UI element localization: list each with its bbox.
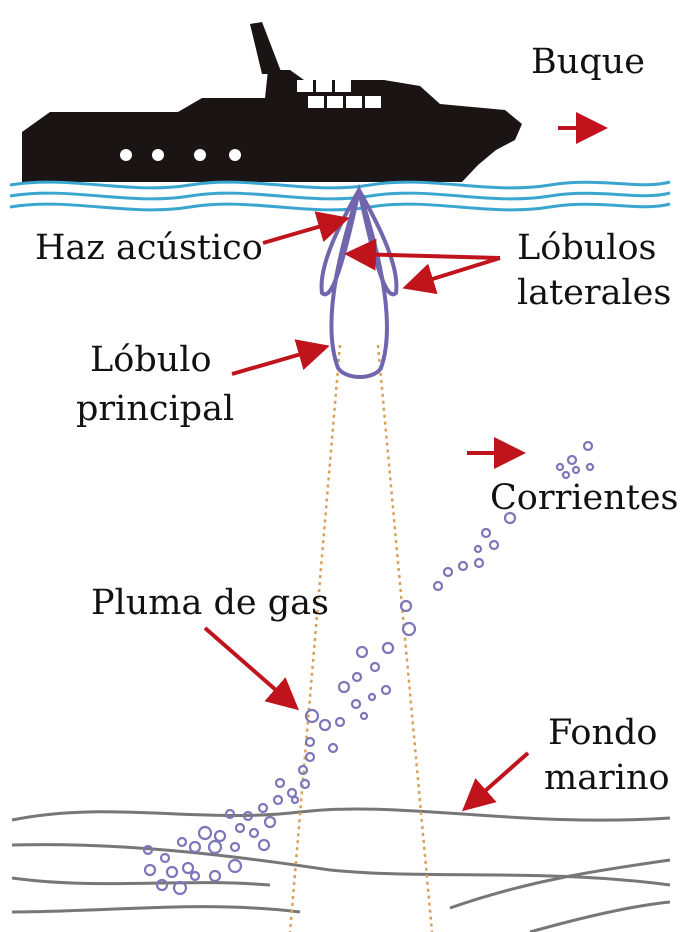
- gas-bubble-31: [304, 751, 316, 763]
- beam-lobes: [319, 183, 399, 379]
- label-main-lobe-2: principal: [76, 389, 234, 429]
- label-side-lobes-2: laterales: [517, 273, 671, 313]
- gas-bubble-46: [188, 840, 202, 854]
- annotation-arrows: [203, 112, 608, 812]
- gas-bubble-8: [480, 527, 492, 539]
- label-vessel: Buque: [531, 42, 645, 82]
- label-acoustic-beam: Haz acústico: [35, 228, 263, 268]
- gas-bubble-15: [399, 599, 413, 613]
- gas-bubble-26: [334, 716, 346, 728]
- gas-bubble-3: [555, 462, 565, 472]
- gas-bubble-43: [234, 822, 246, 834]
- gas-bubble-4: [571, 465, 581, 475]
- label-main-lobe-1: Lóbulo: [90, 340, 212, 380]
- gas-bubble-34: [286, 787, 298, 799]
- ship-hull: [22, 70, 522, 182]
- gas-bubble-53: [181, 861, 195, 875]
- gas-bubble-11: [473, 557, 485, 569]
- gas-bubble-49: [257, 838, 271, 852]
- side-lobe-arrow-left: [344, 238, 501, 271]
- gas-bubble-55: [227, 858, 243, 874]
- gas-bubble-27: [318, 718, 332, 732]
- gas-bubble-54: [165, 865, 179, 879]
- gas-bubble-39: [263, 815, 277, 829]
- gas-bubble-32: [297, 764, 309, 776]
- gas-bubble-12: [457, 560, 469, 572]
- gas-bubble-42: [290, 795, 300, 805]
- ship-mast: [250, 22, 282, 74]
- side-lobe-arrow-right: [402, 256, 501, 295]
- gas-bubble-56: [208, 869, 222, 883]
- gas-bubble-44: [213, 829, 227, 843]
- label-side-lobes-1: Lóbulos: [517, 228, 657, 268]
- acoustic-beam-arrow: [262, 211, 350, 245]
- gas-bubble-58: [143, 863, 157, 877]
- ship: [22, 22, 522, 182]
- label-gas-plume: Pluma de gas: [91, 583, 329, 623]
- gas-bubble-24: [350, 698, 362, 710]
- gas-bubble-16: [401, 621, 417, 637]
- ship-portholes: [120, 149, 241, 161]
- label-currents: Corrientes: [490, 478, 679, 518]
- gas-bubble-47: [207, 839, 223, 855]
- seafloor: [11, 807, 671, 932]
- water-surface: [9, 180, 671, 212]
- gas-bubble-41: [274, 777, 286, 789]
- gas-plume-bubbles: [142, 440, 595, 896]
- seafloor-arrow: [462, 751, 530, 812]
- gas-bubble-6: [561, 470, 571, 480]
- gas-bubble-21: [380, 684, 392, 696]
- gas-bubble-40: [248, 827, 260, 839]
- gas-bubble-1: [582, 440, 594, 452]
- gas-bubble-51: [142, 844, 154, 856]
- gas-bubble-19: [369, 661, 381, 673]
- gas-bubble-10: [473, 544, 483, 554]
- gas-bubble-60: [172, 880, 188, 896]
- gas-bubble-57: [189, 870, 201, 882]
- gas-bubble-35: [272, 794, 284, 806]
- gas-bubble-36: [257, 802, 269, 814]
- gas-plume-arrow: [203, 626, 300, 711]
- main-lobe: [329, 183, 389, 379]
- label-seafloor-2: marino: [544, 758, 670, 798]
- gas-bubble-17: [381, 641, 395, 655]
- gas-bubble-50: [176, 836, 188, 848]
- label-seafloor-1: Fondo: [548, 713, 657, 753]
- gas-bubble-52: [159, 852, 171, 864]
- ship-cabin-windows: [297, 80, 381, 108]
- gas-bubble-5: [585, 462, 595, 472]
- gas-bubble-18: [355, 645, 369, 659]
- gas-bubble-37: [242, 810, 254, 822]
- gas-bubble-30: [304, 736, 316, 748]
- main-lobe-arrow: [231, 339, 330, 376]
- gas-bubble-14: [432, 580, 444, 592]
- gas-bubble-48: [229, 841, 241, 853]
- gas-bubble-33: [299, 778, 311, 790]
- gas-bubble-7: [503, 511, 517, 525]
- gas-bubble-2: [566, 454, 578, 466]
- gas-bubble-25: [359, 711, 369, 721]
- gas-bubble-59: [155, 878, 169, 892]
- gas-bubble-23: [337, 680, 351, 694]
- gas-bubble-28: [304, 708, 320, 724]
- gas-bubble-9: [488, 539, 500, 551]
- acoustic-beam-cone: [288, 344, 434, 932]
- gas-bubble-29: [327, 742, 339, 754]
- gas-bubble-38: [224, 808, 236, 820]
- gas-bubble-45: [197, 825, 213, 841]
- gas-bubble-20: [351, 671, 363, 683]
- gas-bubble-22: [367, 692, 377, 702]
- gas-bubble-13: [442, 566, 454, 578]
